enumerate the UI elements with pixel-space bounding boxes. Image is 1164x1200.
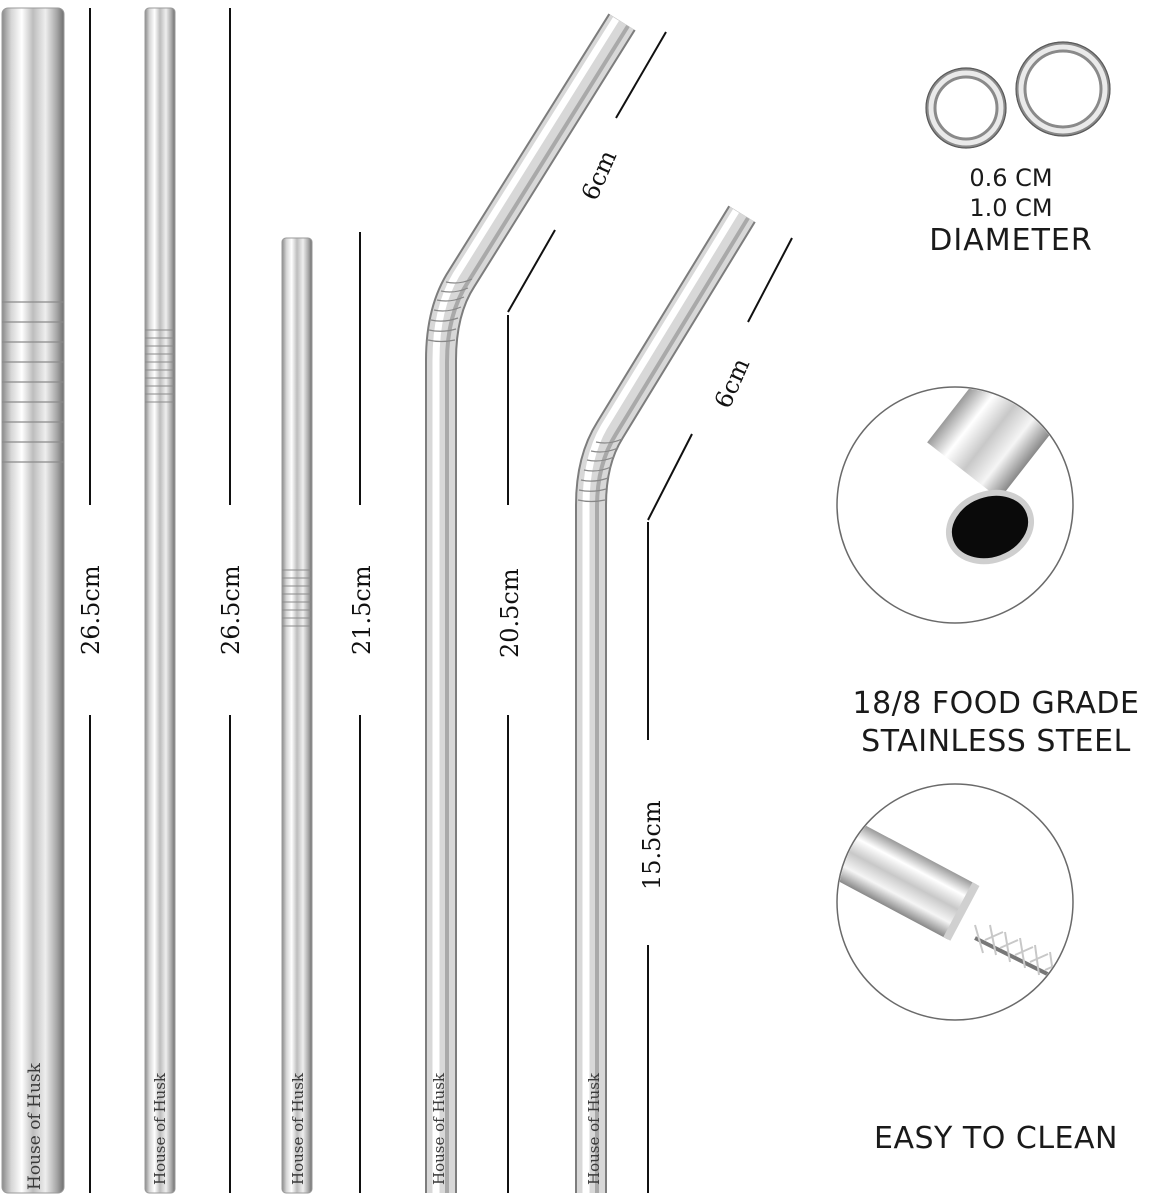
- tube-opening: [945, 489, 1035, 565]
- straw-1-length-label: 26.5cm: [77, 565, 105, 655]
- diameter-rings: [925, 41, 1111, 149]
- straw-3-brand: House of Husk: [289, 1072, 307, 1185]
- straw-2-grip-rings: [145, 329, 175, 403]
- cleaning-label: EASY TO CLEAN: [874, 1121, 1118, 1156]
- straw-4-length-label: 20.5cm: [496, 568, 524, 658]
- straw-5: House of Husk: [575, 205, 756, 1193]
- straw-1-brand: House of Husk: [25, 1062, 45, 1190]
- material-caption: 18/8 FOOD GRADE STAINLESS STEEL: [836, 685, 1156, 761]
- material-line-2: STAINLESS STEEL: [861, 724, 1131, 759]
- diameter-caption: 0.6 CM 1.0 CM DIAMETER: [896, 163, 1126, 258]
- straw-5-brand: House of Husk: [585, 1072, 603, 1185]
- straw-5-length-label: 15.5cm: [638, 800, 666, 890]
- diameter-title: DIAMETER: [929, 223, 1093, 258]
- diameter-small-label: 0.6 CM: [969, 164, 1053, 192]
- straw-1: House of Husk: [1, 7, 65, 1194]
- brush-closeup: [836, 783, 1074, 1021]
- straw-2: House of Husk: [144, 7, 176, 1194]
- straw-4-brand: House of Husk: [430, 1072, 448, 1185]
- dimension-lines: [89, 8, 793, 1193]
- straw-2-brand: House of Husk: [151, 1072, 169, 1185]
- straw-1-grip-rings: [2, 301, 64, 463]
- straw-3-length-label: 21.5cm: [348, 565, 376, 655]
- diameter-large-label: 1.0 CM: [969, 194, 1053, 222]
- tube-closeup: [836, 386, 1074, 624]
- straw-5-bend-ribs: [577, 438, 623, 503]
- material-line-1: 18/8 FOOD GRADE: [852, 686, 1140, 721]
- straw-4-bend-label: 6cm: [576, 146, 623, 205]
- straw-4-bend-ribs: [427, 278, 473, 343]
- straw-3-grip-rings: [282, 569, 312, 627]
- straw-3: House of Husk: [281, 237, 313, 1194]
- straw-5-bend-label: 6cm: [709, 354, 756, 413]
- straw-2-length-label: 26.5cm: [217, 565, 245, 655]
- straw-4: House of Husk: [425, 13, 636, 1193]
- cleaning-caption: EASY TO CLEAN: [846, 1120, 1146, 1158]
